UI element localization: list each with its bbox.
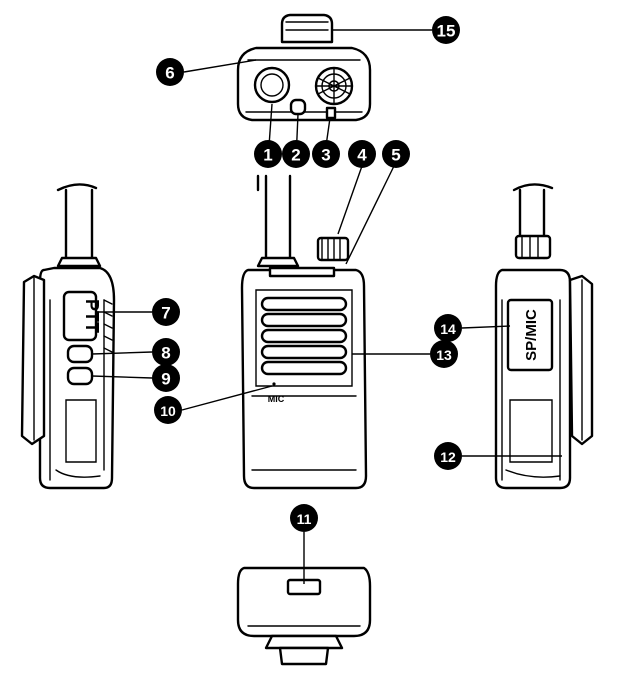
callout-number: 4	[357, 146, 367, 165]
callout-number: 10	[160, 403, 176, 419]
callout-3: 3	[312, 140, 340, 168]
callout-number: 12	[440, 449, 456, 465]
callout-9: 9	[152, 364, 180, 392]
callout-2: 2	[282, 140, 310, 168]
callout-5: 5	[382, 140, 410, 168]
callout-8: 8	[152, 338, 180, 366]
left-side-view: PTT	[20, 183, 116, 490]
callout-14: 14	[434, 314, 462, 342]
callout-1: 1	[254, 140, 282, 168]
mic-label: MIC	[268, 394, 285, 404]
top-view	[236, 13, 372, 122]
callout-number: 13	[436, 347, 452, 363]
callout-15: 15	[432, 16, 460, 44]
bottom-view	[236, 566, 372, 666]
right-side-view: SP/MIC	[494, 183, 594, 490]
callout-number: 15	[437, 22, 456, 41]
callout-number: 1	[263, 146, 272, 165]
callout-11: 11	[290, 504, 318, 532]
callout-12: 12	[434, 442, 462, 470]
callout-4: 4	[348, 140, 376, 168]
callout-number: 7	[161, 304, 170, 323]
callout-13: 13	[430, 340, 458, 368]
sp-mic-label: SP/MIC	[523, 309, 540, 361]
callout-6: 6	[156, 58, 184, 86]
callout-10: 10	[154, 396, 182, 424]
callout-7: 7	[152, 298, 180, 326]
callout-number: 14	[440, 321, 456, 337]
ptt-label: PTT	[82, 299, 102, 333]
callout-number: 6	[165, 64, 174, 83]
callout-number: 2	[291, 146, 300, 165]
callout-number: 9	[161, 370, 170, 389]
callout-number: 3	[321, 146, 330, 165]
callout-number: 8	[161, 344, 170, 363]
callout-number: 11	[297, 511, 312, 527]
speaker-grille	[260, 296, 348, 376]
callout-number: 5	[391, 146, 400, 165]
front-view: MIC	[240, 174, 368, 490]
